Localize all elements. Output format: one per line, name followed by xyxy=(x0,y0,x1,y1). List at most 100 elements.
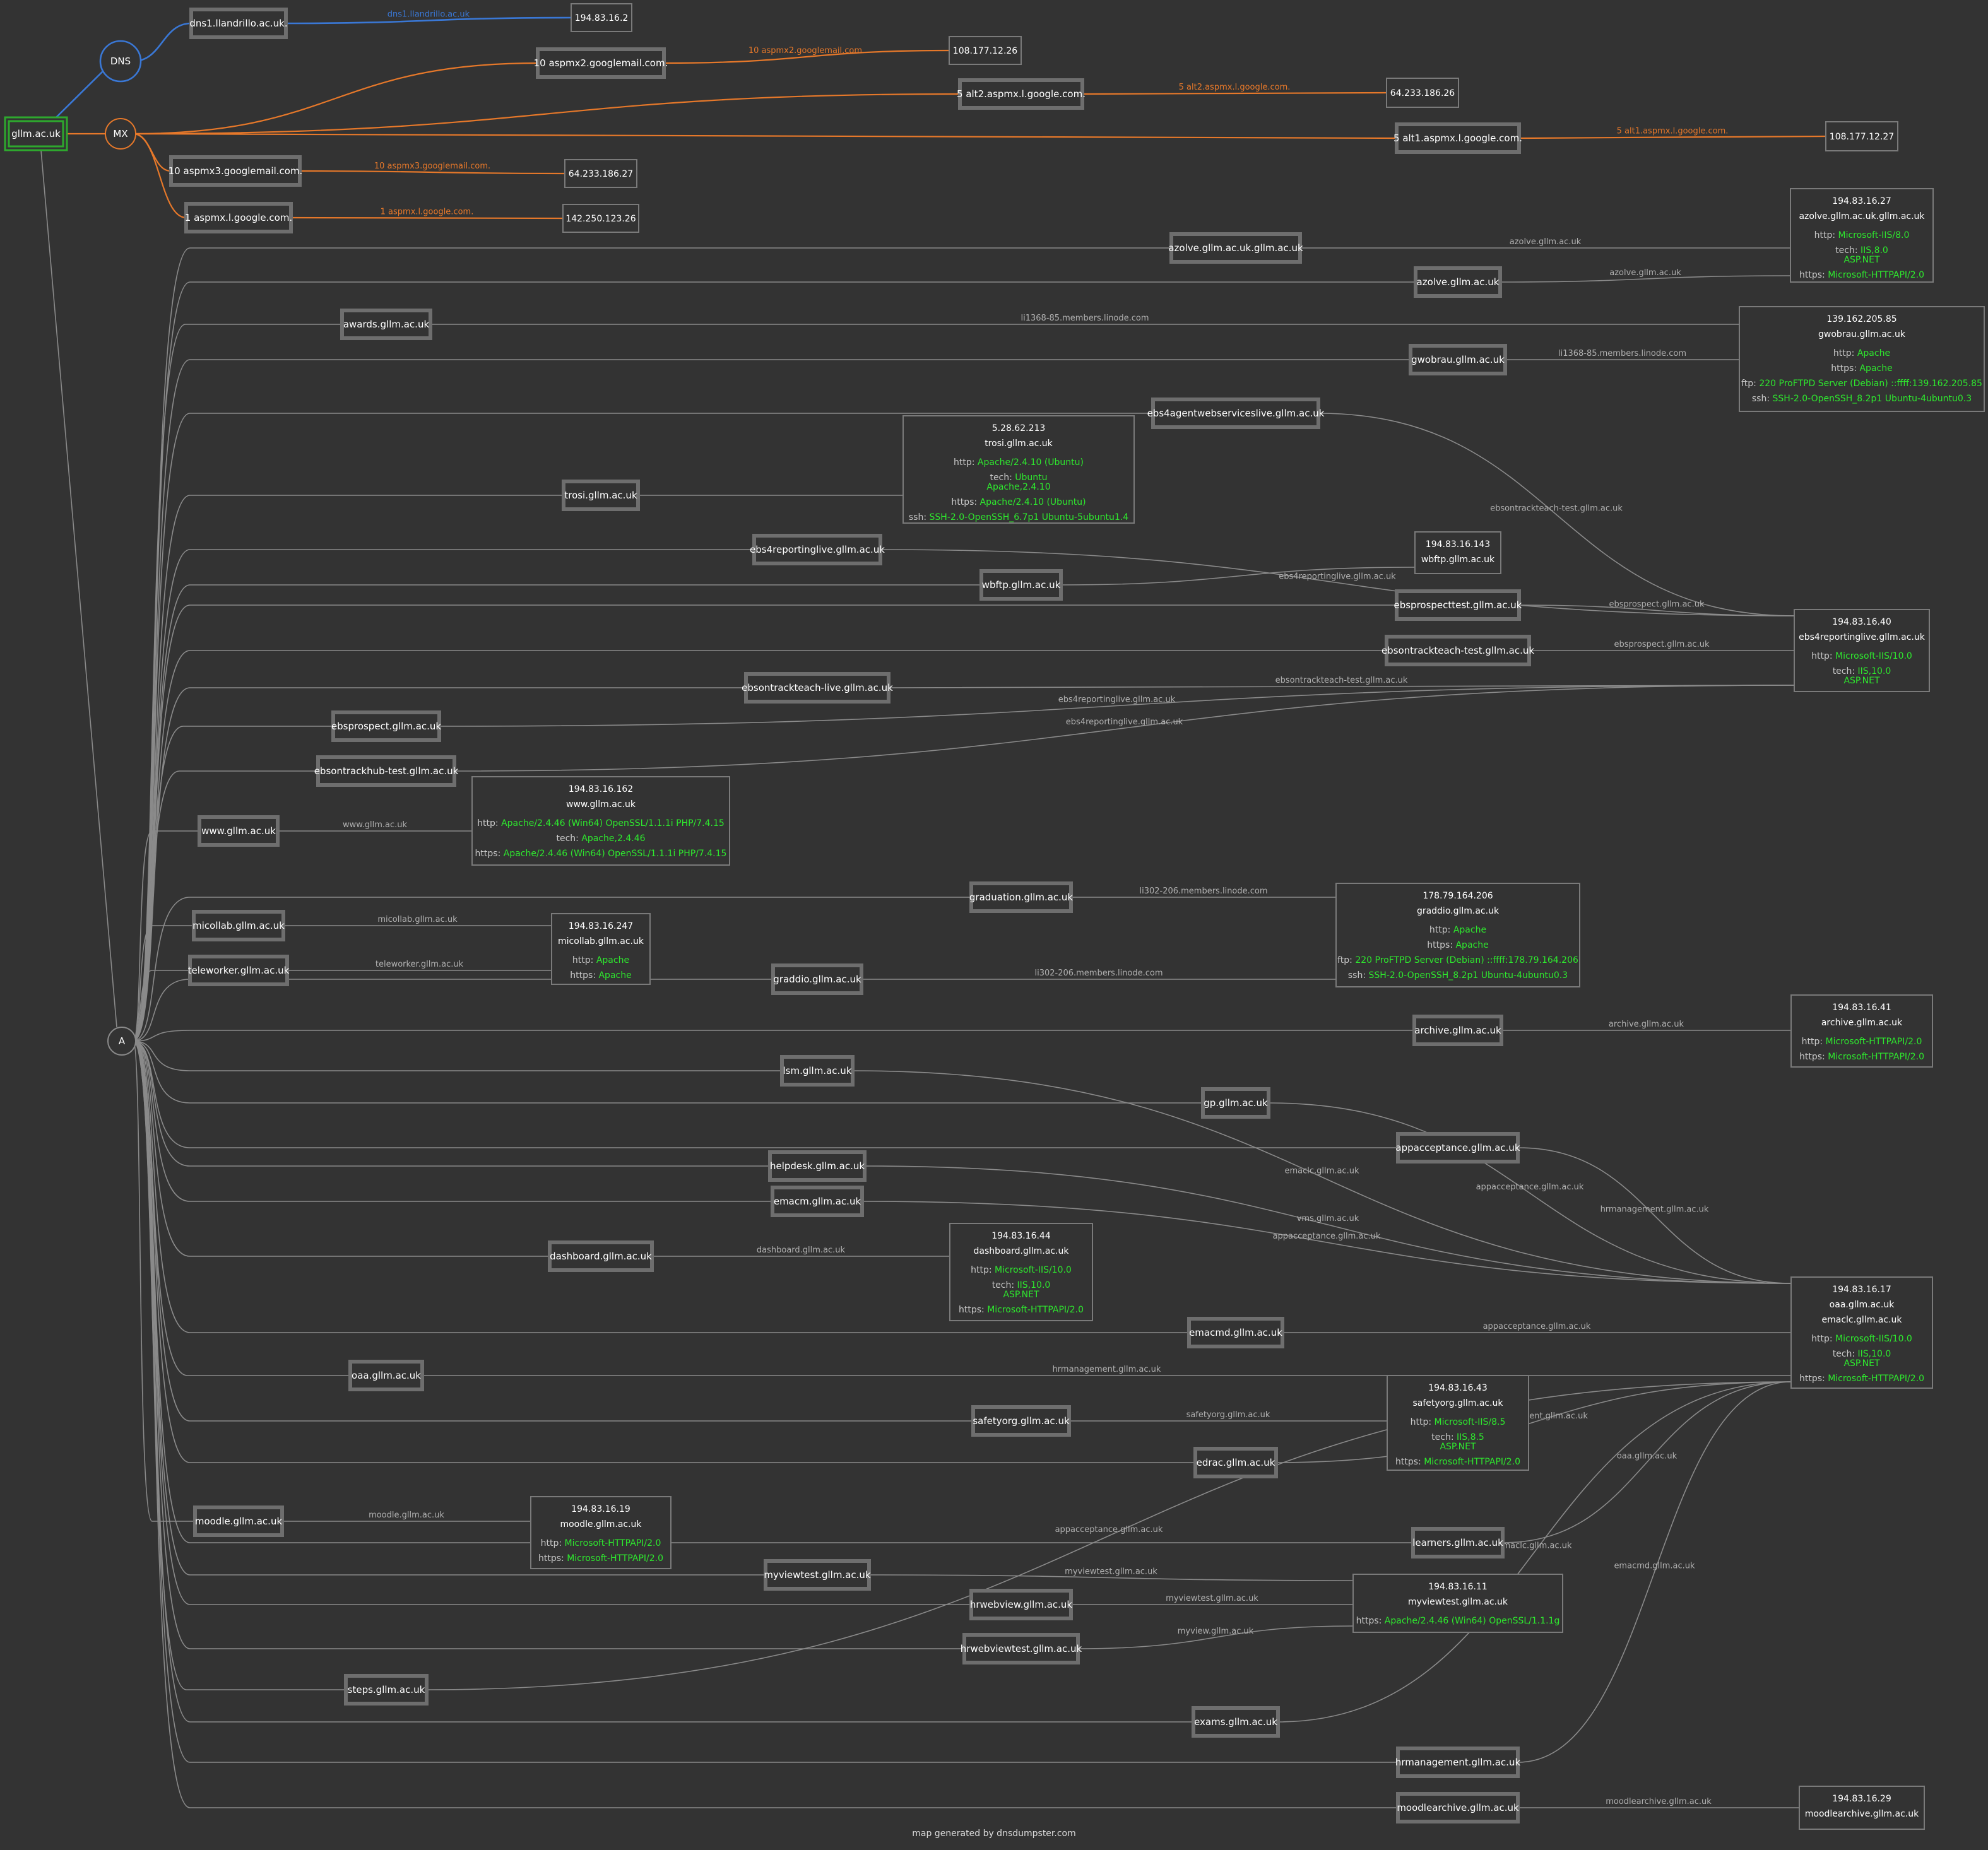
edge-a-host-to-ip xyxy=(861,1201,1792,1284)
service-key: tech: xyxy=(1833,1349,1858,1359)
host-node[interactable]: lsm.gllm.ac.uk xyxy=(780,1055,855,1087)
a-hub-node[interactable]: A xyxy=(107,1027,136,1056)
host-node[interactable]: hrwebview.gllm.ac.uk xyxy=(969,1589,1073,1620)
host-label: 5 alt1.aspmx.l.google.com. xyxy=(1393,133,1522,144)
host-node[interactable]: gp.gllm.ac.uk xyxy=(1201,1087,1270,1119)
ip-node[interactable]: 108.177.12.26 xyxy=(949,36,1022,65)
host-label: 10 aspmx3.googlemail.com. xyxy=(169,165,303,177)
host-box xyxy=(969,1589,1073,1620)
host-label: ebsprospect.gllm.ac.uk xyxy=(331,721,442,732)
host-node[interactable]: edrac.gllm.ac.uk xyxy=(1193,1447,1278,1478)
service-key: https: xyxy=(1799,1052,1828,1062)
edge-a-hub-to-host xyxy=(133,1040,550,1257)
host-node[interactable]: azolve.gllm.ac.uk.gllm.ac.uk xyxy=(1168,232,1303,264)
host-node[interactable]: 1 aspmx.l.google.com. xyxy=(184,202,293,233)
host-node[interactable]: exams.gllm.ac.uk xyxy=(1192,1706,1280,1738)
host-node[interactable]: graddio.gllm.ac.uk xyxy=(771,963,863,995)
host-node[interactable]: safetyorg.gllm.ac.uk xyxy=(971,1405,1071,1437)
ip-detail-node[interactable]: 194.83.16.11myviewtest.gllm.ac.ukhttps: … xyxy=(1352,1574,1563,1633)
host-node[interactable]: micollab.gllm.ac.uk xyxy=(192,910,285,941)
host-node[interactable]: ebs4reportinglive.gllm.ac.uk xyxy=(750,534,885,565)
host-node[interactable]: 5 alt1.aspmx.l.google.com. xyxy=(1393,122,1522,154)
service-line: http: Apache xyxy=(1429,925,1486,935)
host-node[interactable]: ebsontrackteach-live.gllm.ac.uk xyxy=(742,672,893,704)
host-node[interactable]: gwobrau.gllm.ac.uk xyxy=(1409,344,1507,375)
host-node[interactable]: ebsprospecttest.gllm.ac.uk xyxy=(1393,589,1522,621)
host-node[interactable]: helpdesk.gllm.ac.uk xyxy=(768,1150,867,1182)
ip-node[interactable]: 142.250.123.26 xyxy=(562,204,639,233)
host-node[interactable]: emacm.gllm.ac.uk xyxy=(771,1186,864,1217)
edge-a-host-to-ip xyxy=(864,1165,1792,1284)
ip-detail-node[interactable]: 194.83.16.17oaa.gllm.ac.ukemaclc.gllm.ac… xyxy=(1790,1276,1933,1389)
host-node[interactable]: emacmd.gllm.ac.uk xyxy=(1187,1317,1284,1348)
ip-hostname: moodlearchive.gllm.ac.uk xyxy=(1805,1809,1919,1819)
host-node[interactable]: steps.gllm.ac.uk xyxy=(344,1674,429,1706)
host-node[interactable]: moodle.gllm.ac.uk xyxy=(193,1505,284,1537)
host-node[interactable]: oaa.gllm.ac.uk xyxy=(348,1360,424,1391)
host-node[interactable]: dns1.llandrillo.ac.uk. xyxy=(189,8,288,39)
host-node[interactable]: myviewtest.gllm.ac.uk xyxy=(764,1559,871,1591)
host-node[interactable]: graduation.gllm.ac.uk xyxy=(969,881,1074,913)
host-node[interactable]: ebs4agentwebserviceslive.gllm.ac.uk xyxy=(1147,398,1325,429)
ip-node[interactable]: 64.233.186.27 xyxy=(564,159,637,188)
host-node[interactable]: hrmanagement.gllm.ac.uk xyxy=(1395,1747,1521,1778)
host-node[interactable]: trosi.gllm.ac.uk xyxy=(562,480,640,511)
host-node[interactable]: moodlearchive.gllm.ac.uk xyxy=(1396,1792,1520,1823)
host-box xyxy=(1385,635,1531,666)
service-value: IIS,8.5 xyxy=(1457,1432,1484,1442)
host-node[interactable]: hrwebviewtest.gllm.ac.uk xyxy=(961,1633,1082,1664)
ip-address: 194.83.16.41 xyxy=(1832,1003,1891,1013)
host-node[interactable]: ebsontrackteach-test.gllm.ac.uk xyxy=(1382,635,1534,666)
ip-node[interactable]: 194.83.16.2 xyxy=(571,3,632,32)
root-domain-node[interactable]: gllm.ac.uk xyxy=(4,116,68,151)
service-value: 220 ProFTPD Server (Debian) ::ffff:178.7… xyxy=(1355,955,1578,965)
host-node[interactable]: teleworker.gllm.ac.uk xyxy=(188,955,290,986)
ip-detail-box xyxy=(902,415,1135,524)
host-node[interactable]: 5 alt2.aspmx.l.google.com. xyxy=(957,78,1086,110)
ip-address: 194.83.16.40 xyxy=(1832,617,1891,627)
host-node[interactable]: ebsprospect.gllm.ac.uk xyxy=(331,710,442,742)
ip-node[interactable]: 108.177.12.27 xyxy=(1825,121,1898,151)
service-value: ASP.NET xyxy=(1003,1290,1039,1300)
host-node[interactable]: azolve.gllm.ac.uk xyxy=(1414,266,1502,298)
ip-node[interactable]: 64.233.186.26 xyxy=(1386,78,1459,108)
host-node[interactable]: 10 aspmx2.googlemail.com. xyxy=(534,47,668,79)
dns-hub-node[interactable]: DNS xyxy=(99,40,142,83)
ip-detail-node[interactable]: 194.83.16.40ebs4reportinglive.gllm.ac.uk… xyxy=(1794,609,1930,692)
host-node[interactable]: appacceptance.gllm.ac.uk xyxy=(1395,1132,1520,1164)
service-line: http: Apache xyxy=(572,955,629,965)
host-node[interactable]: learners.gllm.ac.uk xyxy=(1411,1527,1505,1558)
host-node[interactable]: dashboard.gllm.ac.uk xyxy=(548,1240,654,1272)
host-node[interactable]: awards.gllm.ac.uk xyxy=(340,309,432,340)
host-node[interactable]: wbftp.gllm.ac.uk xyxy=(979,569,1063,601)
service-key: ssh: xyxy=(909,512,930,522)
host-node[interactable]: www.gllm.ac.uk xyxy=(198,815,280,847)
host-node[interactable]: 10 aspmx3.googlemail.com. xyxy=(169,155,303,187)
host-box xyxy=(1192,1706,1280,1738)
host-node[interactable]: ebsontrackhub-test.gllm.ac.uk xyxy=(314,755,459,787)
service-key: http: xyxy=(1811,651,1835,661)
service-line: http: Microsoft-IIS/10.0 xyxy=(971,1265,1072,1275)
service-line: https: Apache/2.4.10 (Ubuntu) xyxy=(951,497,1086,507)
host-box xyxy=(1201,1087,1270,1119)
mx-hub-node[interactable]: MX xyxy=(105,118,136,150)
edge-a-hub-to-host xyxy=(133,979,773,1042)
host-label: graduation.gllm.ac.uk xyxy=(969,892,1074,903)
service-line: tech: IIS,8.0 xyxy=(1835,245,1888,256)
ip-detail-node[interactable]: 194.83.16.27azolve.gllm.ac.uk.gllm.ac.uk… xyxy=(1790,188,1934,283)
host-node[interactable]: archive.gllm.ac.uk xyxy=(1412,1015,1503,1046)
service-key: http: xyxy=(1814,230,1838,240)
edge-a-hub-to-host xyxy=(133,1040,766,1576)
host-label: oaa.gllm.ac.uk xyxy=(352,1370,421,1381)
